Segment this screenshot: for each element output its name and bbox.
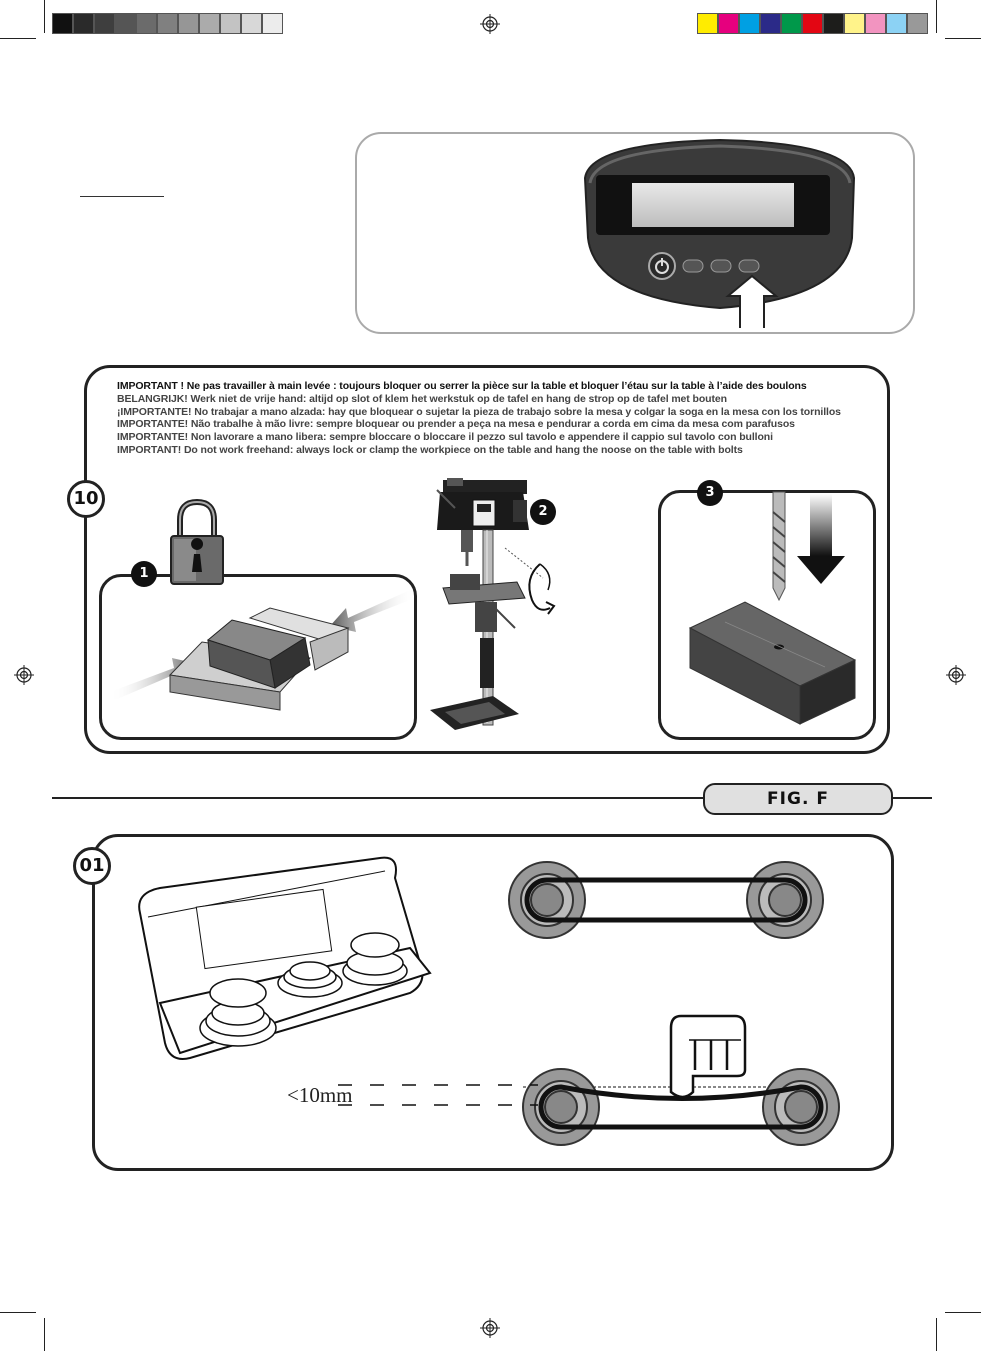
drill-bit-illustration xyxy=(688,491,857,725)
power-icon xyxy=(648,252,676,280)
belt-pulleys-top xyxy=(508,861,824,939)
color-swatch xyxy=(802,13,823,34)
warning-line-es: ¡IMPORTANTE! No trabajar a mano alzada: … xyxy=(117,405,841,418)
color-swatch xyxy=(865,13,886,34)
gray-swatch xyxy=(241,13,262,34)
sub-step-badge: 2 xyxy=(530,499,556,525)
gray-swatch xyxy=(136,13,157,34)
rotate-arrow-icon xyxy=(528,563,556,615)
registration-mark-icon xyxy=(480,1318,500,1338)
press-arrow-icon xyxy=(725,274,779,328)
warning-line-pt: IMPORTANTE! Não trabalhe à mão livre: se… xyxy=(117,418,795,431)
warning-line-it: IMPORTANTE! Non lavorare a mano libera: … xyxy=(117,431,773,444)
gray-swatch xyxy=(157,13,178,34)
color-swatch xyxy=(844,13,865,34)
gray-swatch xyxy=(52,13,73,34)
dimension-dashes xyxy=(338,1084,538,1106)
sub-step-badge: 1 xyxy=(131,561,157,587)
sub-step-badge: 3 xyxy=(697,480,723,506)
color-swatch xyxy=(781,13,802,34)
warning-line-en: IMPORTANT! Do not work freehand: always … xyxy=(117,443,743,456)
gray-swatch xyxy=(199,13,220,34)
gray-swatch xyxy=(115,13,136,34)
drill-press-illustration xyxy=(430,478,544,730)
step-number: 01 xyxy=(73,847,111,885)
color-swatch xyxy=(907,13,928,34)
gray-swatch xyxy=(262,13,283,34)
warning-line-nl: BELANGRIJK! Werk niet de vrije hand: alt… xyxy=(117,392,727,405)
color-swatch xyxy=(886,13,907,34)
vise-illustration xyxy=(110,590,415,711)
down-arrow-icon xyxy=(797,494,845,584)
gray-swatch xyxy=(94,13,115,34)
warning-line-fr: IMPORTANT ! Ne pas travailler à main lev… xyxy=(117,380,807,392)
color-swatch xyxy=(823,13,844,34)
belt-pulleys-bottom xyxy=(522,1014,840,1146)
figure-label: FIG. F xyxy=(703,783,893,815)
lock-icon xyxy=(170,498,224,585)
pointing-hand-icon xyxy=(669,1014,747,1099)
pulley-case-illustration xyxy=(138,856,432,1060)
belt-deflection-label: <10mm xyxy=(287,1083,353,1107)
color-swatch xyxy=(718,13,739,34)
step-number: 10 xyxy=(67,480,105,518)
section-divider xyxy=(52,797,932,799)
registration-mark-icon xyxy=(14,665,34,685)
control-panel-illustration xyxy=(583,138,856,328)
gray-swatch xyxy=(220,13,241,34)
registration-mark-icon xyxy=(946,665,966,685)
underline-rule xyxy=(80,196,164,197)
color-swatch xyxy=(760,13,781,34)
color-swatch xyxy=(697,13,718,34)
gray-swatch xyxy=(178,13,199,34)
color-swatch xyxy=(739,13,760,34)
registration-mark-icon xyxy=(480,14,500,34)
gray-swatch xyxy=(73,13,94,34)
safety-warning: IMPORTANT ! Ne pas travailler à main lev… xyxy=(117,380,857,457)
